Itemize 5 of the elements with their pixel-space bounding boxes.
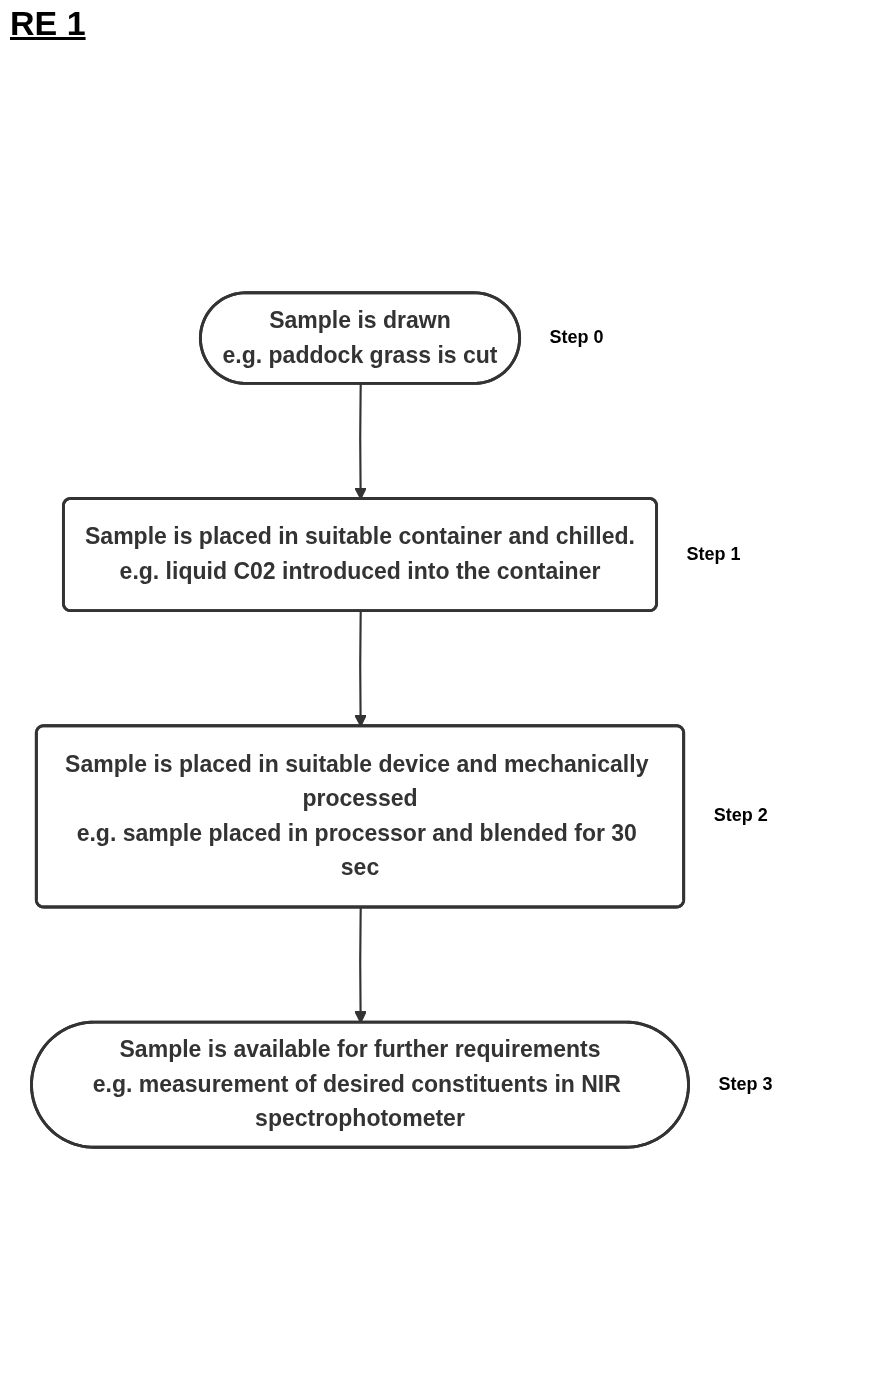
figure-title: RE 1 xyxy=(10,4,86,43)
step-label: Step 3 xyxy=(718,1073,773,1095)
step-label: Step 0 xyxy=(549,327,604,349)
step-label: Step 1 xyxy=(686,543,741,565)
step-label: Step 2 xyxy=(713,805,768,827)
